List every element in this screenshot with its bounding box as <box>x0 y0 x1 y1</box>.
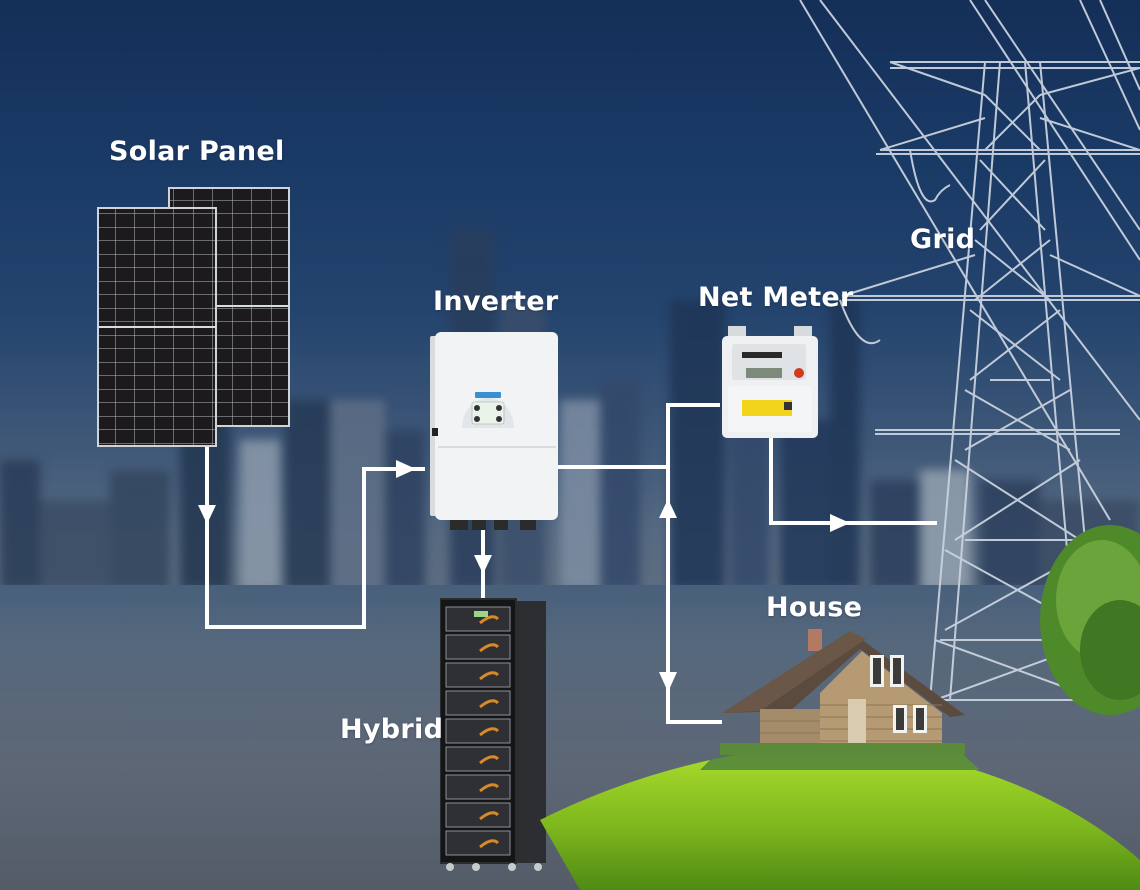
label-grid: Grid <box>910 224 976 255</box>
label-solar-panel: Solar Panel <box>109 136 285 167</box>
arrow-down-icon <box>659 672 677 692</box>
label-inverter: Inverter <box>433 286 559 317</box>
battery-rack-icon <box>440 598 546 871</box>
solar-panel-icon <box>97 187 290 447</box>
label-net-meter: Net Meter <box>698 282 854 313</box>
tree-icon <box>1040 525 1140 715</box>
house-icon <box>720 629 965 755</box>
meter-to-grid-line <box>769 436 937 525</box>
electric-meter-icon <box>722 326 818 438</box>
arrow-down-icon <box>474 555 492 574</box>
solar-to-inverter-line <box>205 436 425 629</box>
label-house: House <box>766 592 863 623</box>
meter-feed-line <box>666 403 720 469</box>
label-battery: Hybrid <box>340 714 444 745</box>
inverter-icon <box>430 332 558 530</box>
arrow-down-icon <box>198 505 216 524</box>
arrow-right-icon <box>830 514 850 532</box>
transmission-tower-icon <box>799 0 1140 701</box>
arrow-right-icon <box>396 460 416 478</box>
house-line <box>666 465 722 724</box>
grass-hill-icon <box>540 747 1140 890</box>
arrow-up-icon <box>659 499 677 518</box>
